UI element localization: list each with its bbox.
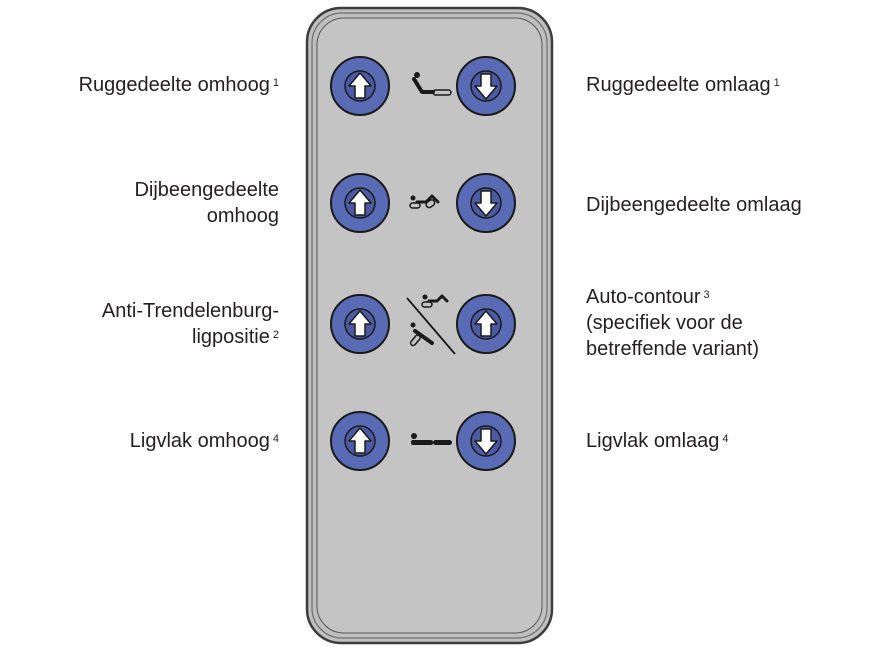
bed-up-button[interactable] [330, 411, 390, 471]
label-thigh-up: Dijbeengedeelte omhoog [134, 177, 279, 229]
label-text: betreffende variant) [586, 338, 760, 360]
remote-body-inner-edge [311, 12, 548, 639]
arrow-up-icon [348, 72, 372, 99]
bed-height-icon [411, 433, 452, 445]
label-text: Dijbeengedeelte [134, 179, 279, 201]
arrow-up-icon [348, 427, 372, 454]
footnote-marker: 1 [773, 77, 780, 89]
anti-trendelenburg-auto-contour-icon [406, 294, 456, 355]
label-text: Ligvlak omlaag [586, 430, 720, 452]
auto-contour-button[interactable] [456, 294, 516, 354]
footnote-marker: 1 [272, 77, 279, 89]
label-text: Ruggedeelte omlaag [586, 74, 771, 96]
footnote-marker: 2 [272, 329, 279, 341]
arrow-up-icon [348, 310, 372, 337]
arrow-down-icon [474, 190, 498, 217]
label-text: omhoog [206, 205, 279, 227]
anti-trendelenburg-button[interactable] [330, 294, 390, 354]
back-up-button[interactable] [330, 56, 390, 116]
label-text: (specifiek voor de [586, 312, 743, 334]
arrow-up-icon [348, 189, 372, 216]
footnote-marker: 3 [703, 289, 710, 301]
thigh-up-button[interactable] [330, 173, 390, 233]
arrow-up-icon [474, 310, 498, 337]
thigh-down-button[interactable] [456, 173, 516, 233]
back-down-button[interactable] [456, 56, 516, 116]
footnote-marker: 4 [722, 433, 729, 445]
label-text: Anti-Trendelenburg- [101, 300, 279, 322]
footnote-marker: 4 [272, 433, 279, 445]
backrest-icon [412, 72, 452, 96]
label-thigh-down: Dijbeengedeelte omlaag [586, 192, 802, 218]
arrow-down-icon [474, 73, 498, 100]
label-text: ligpositie [192, 326, 270, 348]
thigh-section-icon [409, 194, 440, 209]
label-text: Ligvlak omhoog [129, 430, 270, 452]
label-text: Dijbeengedeelte omlaag [586, 194, 802, 216]
bed-down-button[interactable] [456, 411, 516, 471]
arrow-down-icon [474, 428, 498, 455]
label-text: Ruggedeelte omhoog [78, 74, 270, 96]
label-text: Auto-contour [586, 286, 701, 308]
